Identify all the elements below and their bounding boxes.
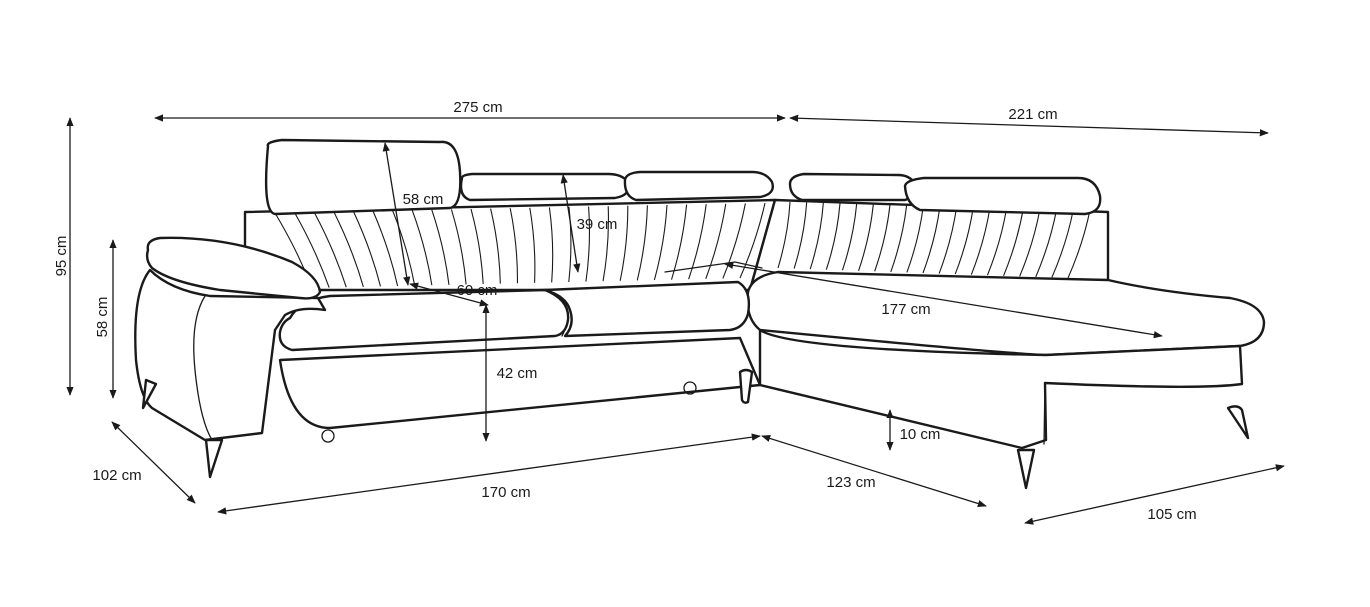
label-chaise-width: 105 cm	[1147, 506, 1196, 523]
dim-line-chaise-seat-length	[724, 261, 1163, 339]
backrest-rib	[333, 211, 364, 287]
headrest-left	[264, 138, 462, 216]
label-total-width: 275 cm	[453, 99, 502, 116]
backrest-rib	[602, 206, 609, 282]
armrest-top	[145, 236, 322, 300]
leg-front-left	[204, 438, 224, 479]
armrest-left	[134, 268, 327, 442]
backrest-rib	[705, 203, 727, 279]
backrest-rib	[313, 211, 347, 288]
caster-left	[321, 429, 335, 443]
label-headrest-height: 58 cm	[403, 191, 444, 208]
backrest-rib	[509, 208, 518, 284]
leg-corner	[738, 368, 754, 404]
label-leg-height: 10 cm	[900, 426, 941, 443]
dim-line-chaise-width	[1024, 464, 1285, 525]
backrest-rib	[470, 208, 484, 285]
headrest-right-1	[788, 172, 917, 202]
dimension-lines	[66, 114, 1285, 525]
label-total-height: 95 cm	[53, 236, 70, 277]
label-corner-depth: 123 cm	[826, 474, 875, 491]
label-backrest-height: 39 cm	[577, 216, 618, 233]
dim-line-headrest-height	[382, 142, 411, 286]
leg-back-left	[141, 378, 158, 410]
label-chaise-seat-length: 177 cm	[881, 301, 930, 318]
backrest-rib	[585, 206, 591, 282]
label-armrest-height: 58 cm	[94, 297, 111, 338]
dim-line-depth	[111, 421, 196, 504]
backrest-rib	[670, 204, 688, 280]
backrest-rib	[352, 211, 382, 287]
seat-cushion-right	[543, 280, 751, 338]
sofa-outline	[134, 138, 1266, 490]
backrest-rib	[431, 209, 450, 285]
headrest-mid-2	[623, 170, 774, 202]
dim-line-chaise-length	[789, 114, 1269, 137]
dim-line-seat-depth	[409, 282, 489, 307]
label-seat-depth: 60 cm	[457, 282, 498, 299]
dim-line-backrest-height	[560, 174, 581, 273]
label-seat-height: 42 cm	[497, 365, 538, 382]
label-chaise-length: 221 cm	[1008, 106, 1057, 123]
backrest-rib	[636, 205, 648, 281]
backrest-rib	[529, 207, 536, 283]
label-depth: 102 cm	[92, 467, 141, 484]
leg-chaise-front	[1016, 448, 1036, 490]
backrest-rib	[653, 204, 668, 281]
seat-cushion-left	[278, 288, 570, 352]
chaise-seat	[746, 270, 1266, 357]
backrest-rib	[294, 212, 330, 288]
chaise-base	[758, 328, 1244, 450]
backrest-rib	[490, 208, 501, 284]
dim-line-corner-depth	[761, 434, 987, 508]
dimension-labels: 275 cm 221 cm 95 cm 58 cm 58 cm 39 cm 60…	[53, 99, 1197, 523]
headrest-right-2	[903, 176, 1102, 216]
backrest-rib	[688, 204, 707, 280]
headrest-mid-1	[459, 172, 630, 202]
main-seat-base	[278, 336, 762, 430]
dim-line-sleeping-width	[217, 433, 761, 515]
backrest-rib	[548, 207, 554, 283]
caster-right	[683, 381, 697, 395]
backrest-rib	[619, 205, 629, 281]
backrest-rib	[411, 210, 433, 286]
backrest-rib	[450, 209, 467, 285]
leg-chaise-right	[1226, 405, 1250, 440]
label-sleeping-width: 170 cm	[481, 484, 530, 501]
